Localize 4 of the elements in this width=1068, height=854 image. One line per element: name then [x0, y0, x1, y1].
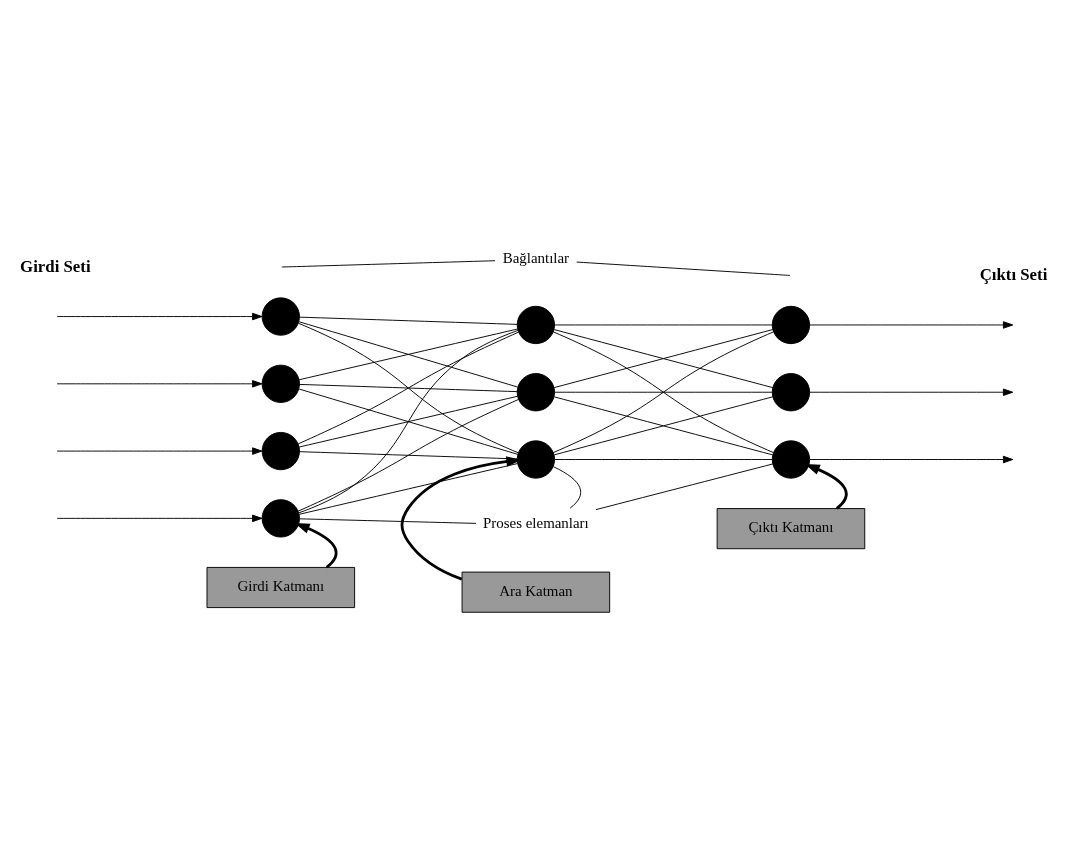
label: Girdi Seti	[20, 256, 91, 276]
label: Çıktı Seti	[979, 264, 1048, 284]
node-text: Proses elemanları	[482, 514, 589, 531]
node-text: Bağlantılar	[502, 249, 570, 266]
